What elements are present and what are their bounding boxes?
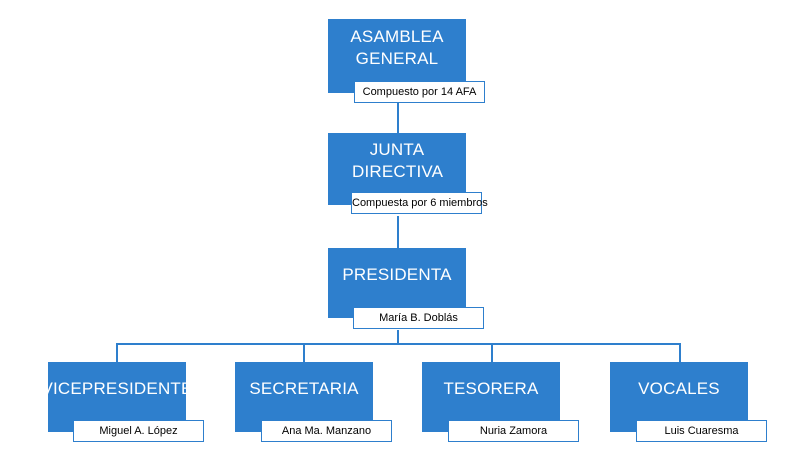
secretaria-title: SECRETARIA (249, 379, 359, 398)
presidenta-box: PRESIDENTA (328, 248, 466, 318)
junta-directiva-subtitle: Compuesta por 6 miembros (351, 192, 488, 214)
asamblea-general-title: ASAMBLEA GENERAL (350, 27, 444, 68)
asamblea-general-subtitle: Compuesto por 14 AFA (354, 81, 485, 103)
tesorera-title: TESORERA (443, 379, 539, 398)
presidenta-subtitle: María B. Doblás (353, 307, 484, 329)
vicepresidente-title: VICEPRESIDENTE (41, 379, 193, 398)
asamblea-general-box: ASAMBLEA GENERAL (328, 19, 466, 93)
vicepresidente-subtitle: Miguel A. López (73, 420, 204, 442)
vocales-subtitle: Luis Cuaresma (636, 420, 767, 442)
tesorera-subtitle: Nuria Zamora (448, 420, 579, 442)
presidenta-title: PRESIDENTA (342, 265, 452, 284)
junta-directiva-title: JUNTA DIRECTIVA (352, 140, 444, 181)
vocales-title: VOCALES (638, 379, 720, 398)
secretaria-subtitle: Ana Ma. Manzano (261, 420, 392, 442)
